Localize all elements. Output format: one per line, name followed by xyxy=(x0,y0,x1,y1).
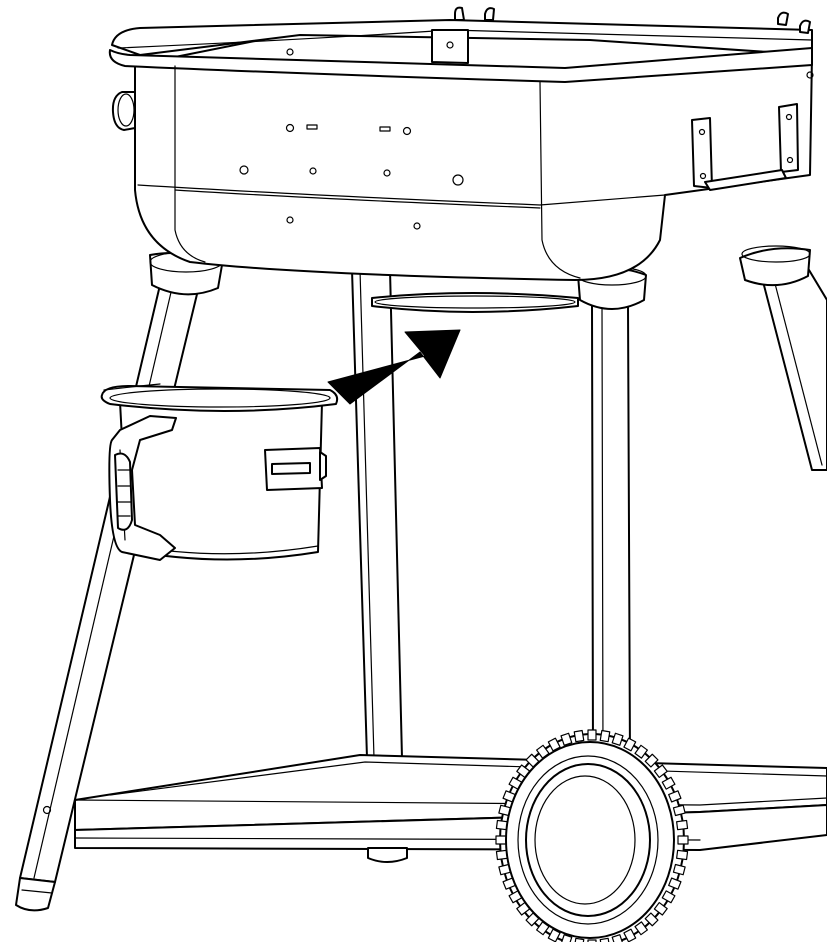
bottom-shelf xyxy=(74,754,827,851)
insert-direction-arrow-icon xyxy=(327,329,461,405)
ash-catcher-mount-ring xyxy=(371,292,579,313)
wheel xyxy=(495,729,689,942)
right-rear-socket xyxy=(739,245,811,287)
right-rear-leg xyxy=(759,254,827,471)
ash-catcher-cup xyxy=(100,383,339,561)
shelf-foot xyxy=(367,847,408,863)
rear-leg xyxy=(351,269,403,759)
right-front-leg xyxy=(591,304,631,761)
grill-bowl xyxy=(108,6,814,281)
